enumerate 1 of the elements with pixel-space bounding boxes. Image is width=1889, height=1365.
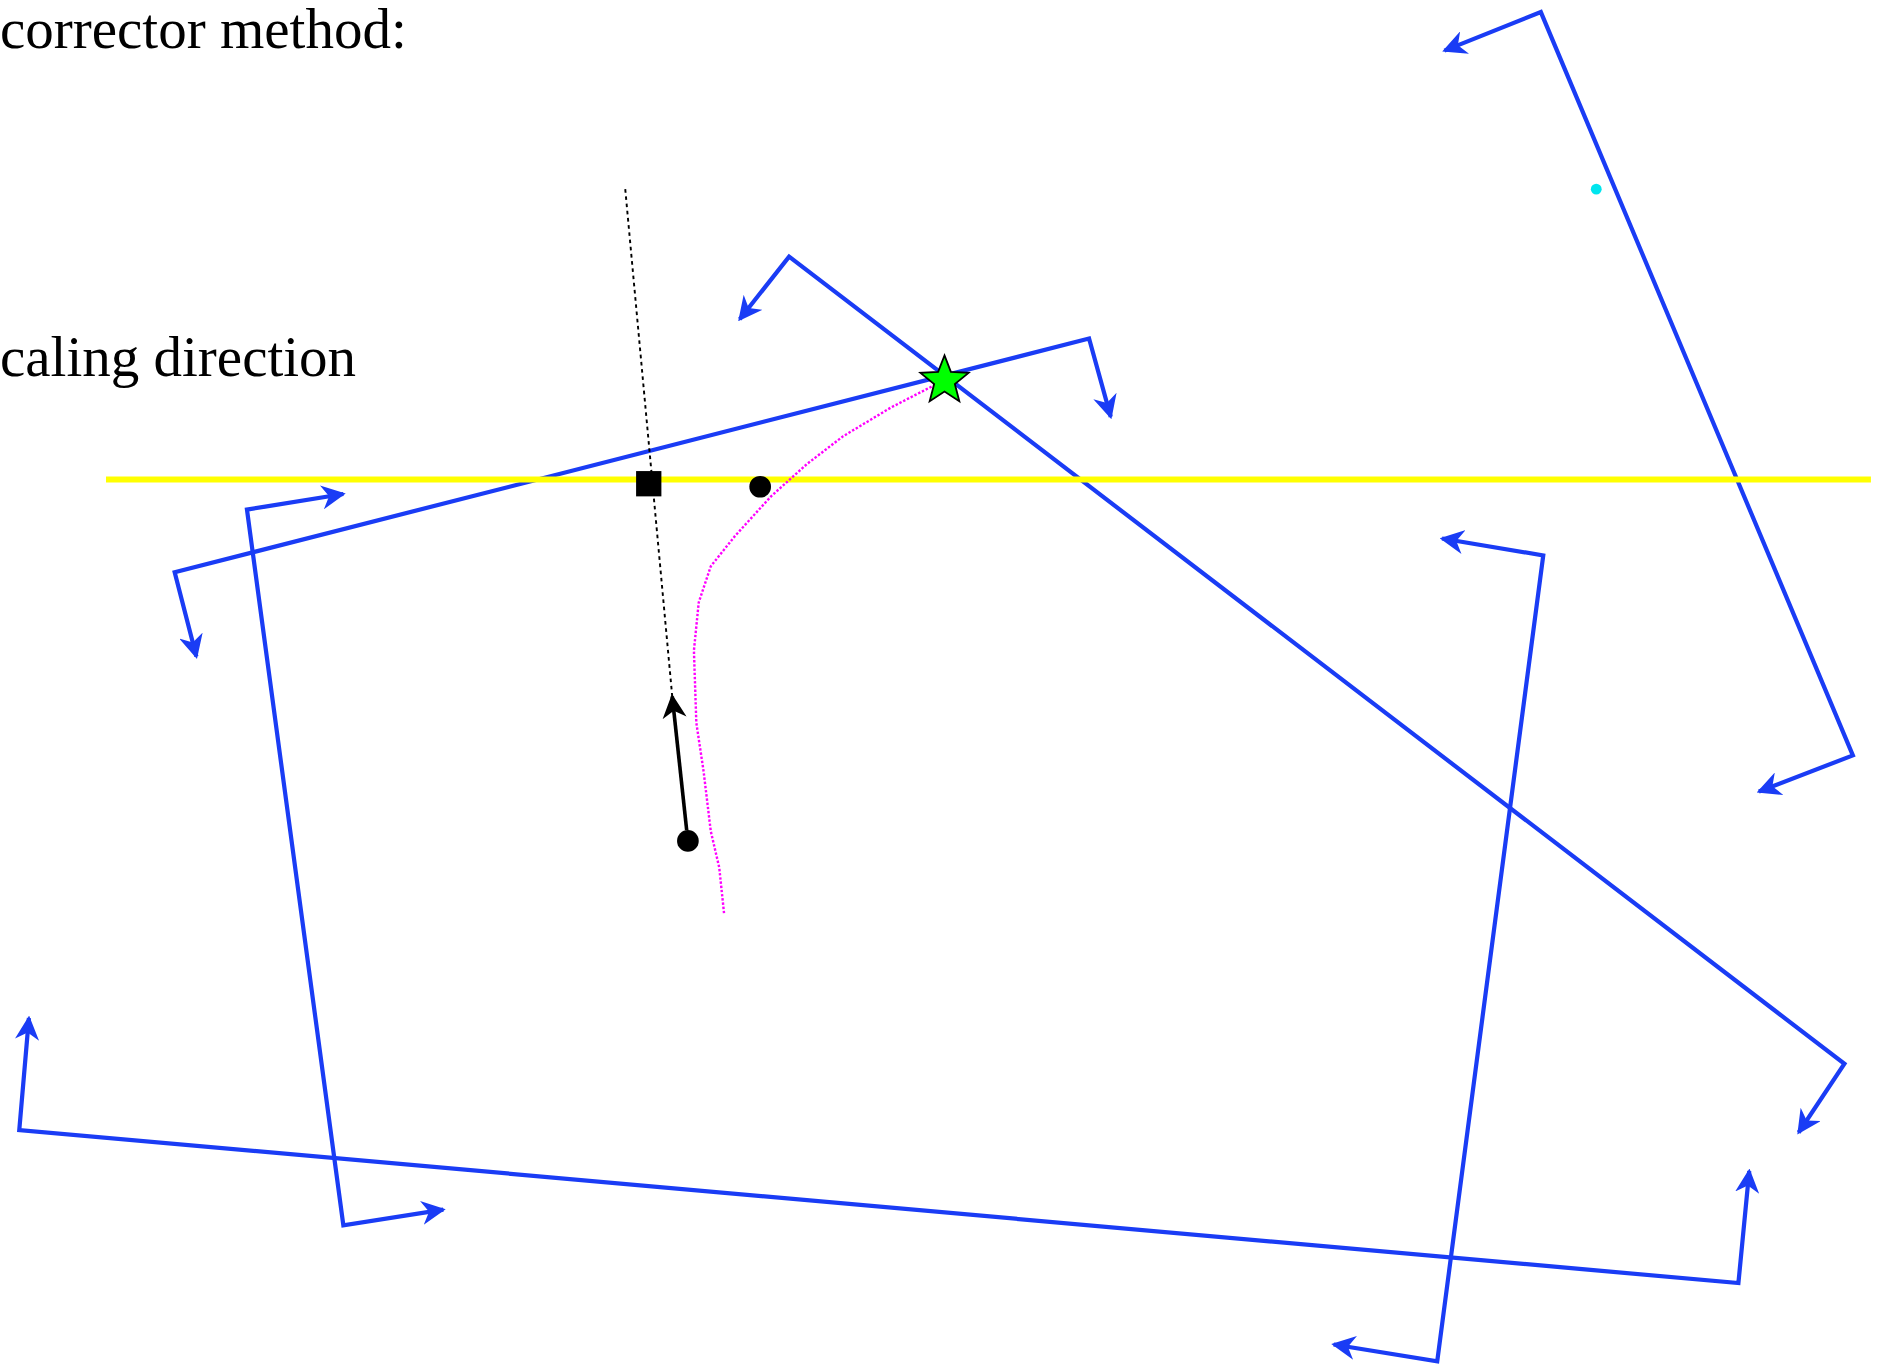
text-label: corrector method: xyxy=(0,0,407,57)
